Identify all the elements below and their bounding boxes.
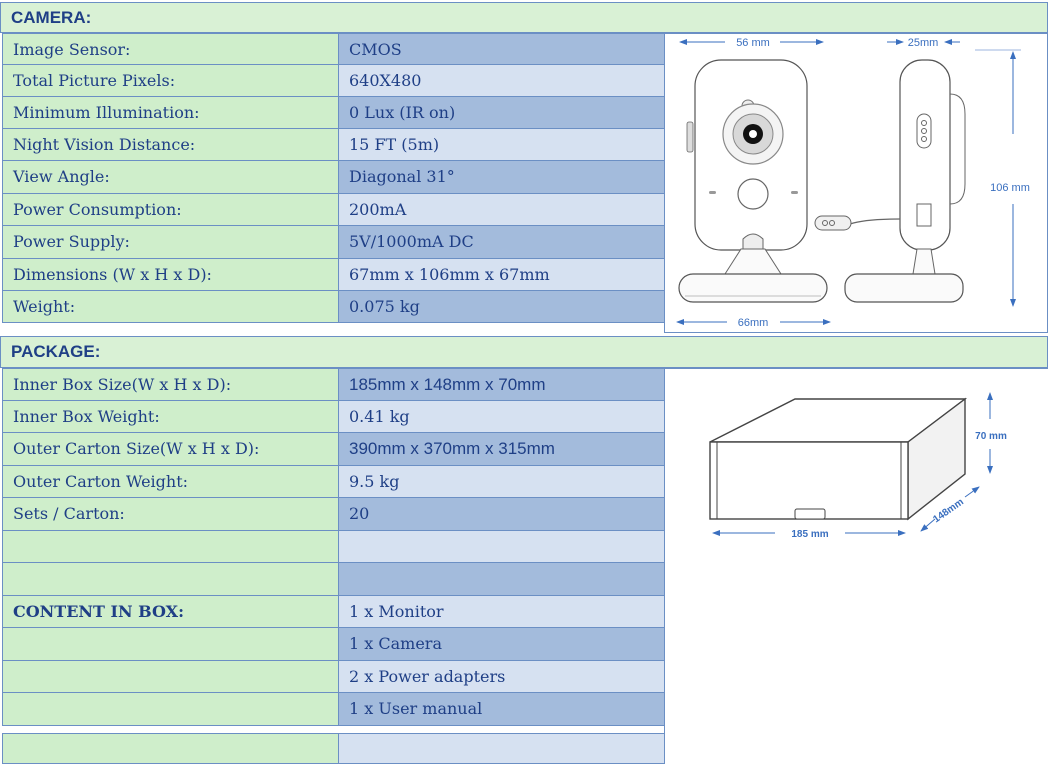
spec-label: View Angle: — [2, 160, 339, 194]
spec-label: Outer Carton Weight: — [2, 465, 339, 498]
spec-label: Outer Carton Size(W x H x D): — [2, 432, 339, 466]
spec-value: 0.41 kg — [338, 400, 665, 433]
camera-depth-label: 25mm — [908, 37, 939, 49]
spec-label: Weight: — [2, 290, 339, 323]
camera-width-label: 56 mm — [736, 37, 770, 49]
spec-value: 0.075 kg — [338, 290, 665, 323]
spec-value: 2 x Power adapters — [338, 660, 665, 693]
spec-label: Sets / Carton: — [2, 497, 339, 531]
spec-label — [2, 692, 339, 726]
spec-label: Minimum Illumination: — [2, 96, 339, 129]
box-depth-label: 148mm — [931, 496, 966, 525]
camera-side-base — [844, 273, 964, 303]
spec-value: 1 x User manual — [338, 692, 665, 726]
spec-label — [2, 530, 339, 563]
spec-value: Diagonal 31° — [338, 160, 665, 194]
box-illustration: 70 mm 148mm 185 mm — [709, 392, 1007, 540]
spec-value: 67mm x 106mm x 67mm — [338, 258, 665, 291]
box-width-label: 185 mm — [791, 529, 828, 540]
box-dimension-diagram: 70 mm 148mm 185 mm — [664, 368, 1048, 764]
spec-label: Total Picture Pixels: — [2, 64, 339, 97]
spec-label: Power Supply: — [2, 225, 339, 259]
camera-front-base — [678, 273, 828, 303]
spec-value: 15 FT (5m) — [338, 128, 665, 161]
camera-dimension-diagram: 56 mm 25mm — [664, 33, 1048, 333]
spec-value — [338, 562, 665, 596]
pairing-button — [737, 178, 769, 210]
spec-value: 1 x Monitor — [338, 595, 665, 628]
spec-value: 640X480 — [338, 64, 665, 97]
spec-label: Inner Box Weight: — [2, 400, 339, 433]
box-height-label: 70 mm — [975, 431, 1007, 442]
spec-label: Inner Box Size(W x H x D): — [2, 368, 339, 401]
spec-value: 20 — [338, 497, 665, 531]
spec-value: 5V/1000mA DC — [338, 225, 665, 259]
package-section-heading: PACKAGE: — [0, 336, 1048, 368]
camera-height-label: 106 mm — [990, 182, 1030, 194]
spec-value: 390mm x 370mm x 315mm — [338, 432, 665, 466]
spec-label: Power Consumption: — [2, 193, 339, 226]
spec-label — [2, 627, 339, 661]
camera-base-label: 66mm — [738, 317, 769, 329]
content-in-box-label: CONTENT IN BOX: — [2, 595, 339, 628]
box-front-face — [709, 441, 909, 520]
spec-label: Dimensions (W x H x D): — [2, 258, 339, 291]
spec-value: 200mA — [338, 193, 665, 226]
spec-value: 0 Lux (IR on) — [338, 96, 665, 129]
spec-value: 9.5 kg — [338, 465, 665, 498]
spec-label: Night Vision Distance: — [2, 128, 339, 161]
spec-value: 1 x Camera — [338, 627, 665, 661]
camera-section-heading: CAMERA: — [0, 2, 1048, 33]
spec-label — [2, 733, 339, 764]
spec-value — [338, 733, 665, 764]
spec-label — [2, 562, 339, 596]
spec-value — [338, 530, 665, 563]
spec-value: CMOS — [338, 33, 665, 65]
spec-label — [2, 660, 339, 693]
spec-label: Image Sensor: — [2, 33, 339, 65]
camera-illustration: 56 mm 25mm — [676, 37, 1030, 329]
power-cable-plug — [814, 215, 852, 231]
spec-value: 185mm x 148mm x 70mm — [338, 368, 665, 401]
